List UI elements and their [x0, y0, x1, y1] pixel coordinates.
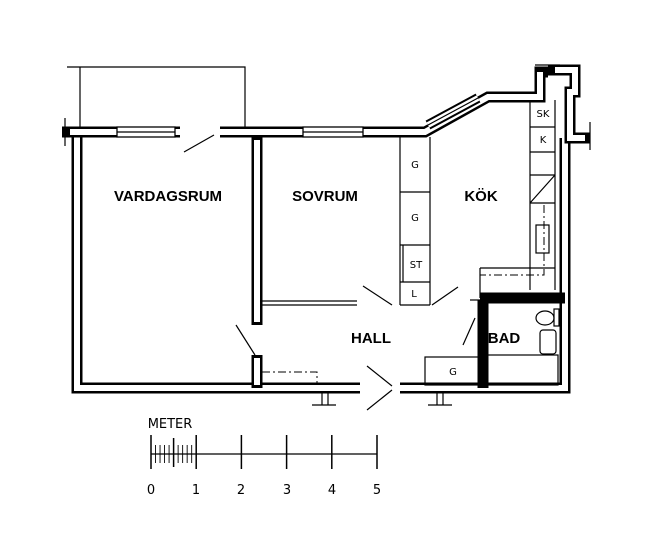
room-label-bad: BAD — [488, 330, 521, 347]
scale-tick-label: 3 — [283, 483, 291, 498]
walls — [62, 64, 591, 406]
fixtures: G G ST L SK K G — [262, 100, 560, 386]
hall-wardrobe-label: G — [449, 367, 457, 378]
room-label-hall: HALL — [351, 330, 391, 347]
scale-tick-label: 4 — [328, 483, 336, 498]
room-label-sovrum: SOVRUM — [292, 188, 358, 205]
fridge-label: K — [540, 135, 547, 146]
room-label-kok: KÖK — [464, 188, 498, 205]
balcony-outline — [67, 66, 246, 127]
sink-icon — [539, 329, 557, 355]
scale-tick-label: 5 — [373, 483, 381, 498]
wardrobe-label: G — [411, 160, 419, 171]
room-labels: VARDAGSRUM SOVRUM KÖK HALL BAD — [114, 188, 520, 347]
scale-tick-label: 1 — [192, 483, 200, 498]
scale-tick-label: 2 — [237, 483, 245, 498]
wardrobe-label: G — [411, 213, 419, 224]
toilet-icon — [535, 310, 555, 326]
storage-label: ST — [410, 260, 423, 271]
freezer-label: SK — [537, 109, 550, 120]
windows — [116, 93, 481, 138]
scale-tick-label: 0 — [147, 483, 155, 498]
scale-bar: METER 0 1 2 3 4 5 — [147, 417, 381, 498]
scale-unit-label: METER — [148, 417, 193, 432]
linen-label: L — [411, 289, 417, 300]
bathtub-icon — [485, 354, 559, 386]
door-swings — [183, 134, 476, 411]
room-label-vardagsrum: VARDAGSRUM — [114, 188, 222, 205]
